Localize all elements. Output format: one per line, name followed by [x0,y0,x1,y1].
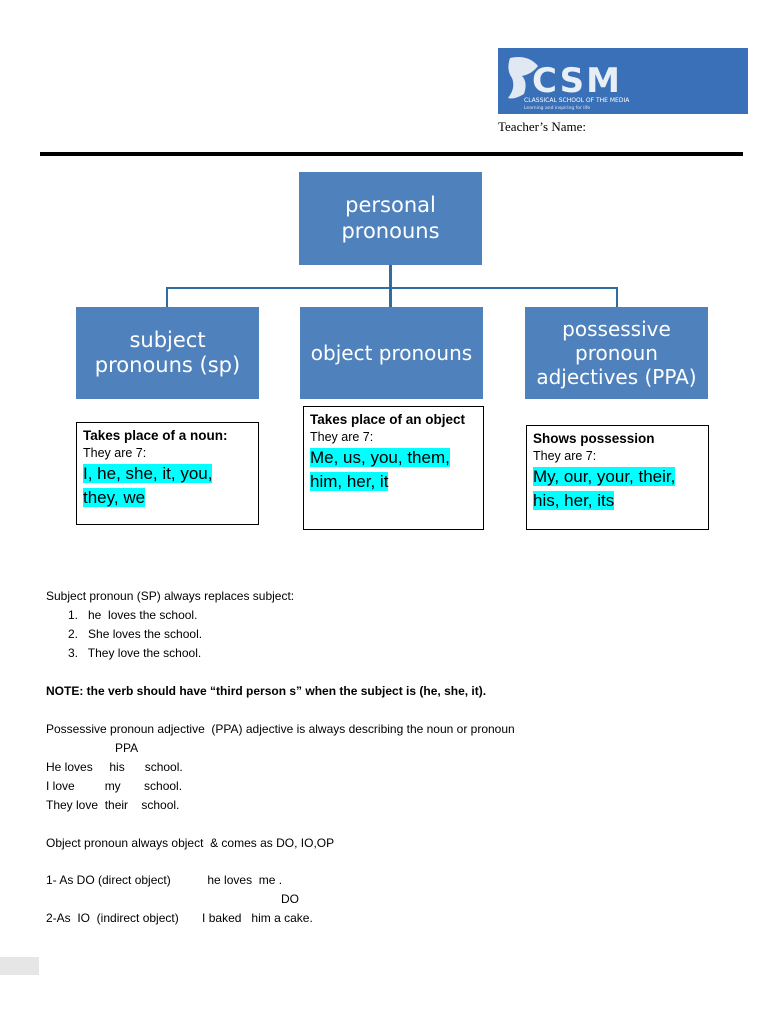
sp-intro: Subject pronoun (SP) always replaces sub… [46,589,295,603]
note-line: NOTE: the verb should have “third person… [46,684,487,698]
header-rule [40,152,743,156]
box-heading: Takes place of an object [310,412,466,427]
sp-example: 3. They love the school. [68,646,202,660]
object-pronouns-box: Takes place of an object They are 7: Me,… [303,406,484,530]
pronoun-list: Me, us, you, them, him, her, it [310,447,450,491]
connector-mid [389,287,392,307]
school-logo: CSM CLASSICAL SCHOOL OF THE MEDIA Learni… [498,48,748,114]
logo-mark: CSM [532,61,622,101]
ppa-example: I love my school. [46,779,183,793]
logo-line1: CLASSICAL SCHOOL OF THE MEDIA [524,97,630,104]
op-intro: Object pronoun always object & comes as … [46,836,335,850]
box-count: They are 7: [533,448,597,463]
node-object-pronouns: object pronouns [300,307,483,399]
page-footer-block [0,957,39,975]
box-count: They are 7: [83,445,147,460]
connector-bar [166,287,618,289]
pronoun-list: My, our, your, their, his, her, its [533,466,676,510]
sp-example: 1. he loves the school. [68,608,198,622]
connector-left [166,287,168,307]
box-heading: Shows possession [533,431,655,446]
subject-pronouns-box: Takes place of a noun: They are 7: I, he… [76,422,259,525]
box-count: They are 7: [310,429,374,444]
possessive-adjectives-box: Shows possession They are 7: My, our, yo… [526,425,709,530]
connector-trunk [389,265,392,289]
do-line: 1- As DO (direct object) he loves me . [46,873,283,887]
io-line: 2-As IO (indirect object) I baked him a … [46,911,313,925]
box-heading: Takes place of a noun: [83,428,228,443]
sp-example: 2. She loves the school. [68,627,203,641]
ppa-example: He loves his school. [46,760,183,774]
ppa-example: They love their school. [46,798,180,812]
teacher-name-label: Teacher’s Name: [498,119,586,134]
connector-right [616,287,618,307]
ppa-intro: Possessive pronoun adjective (PPA) adjec… [46,722,515,736]
pronoun-list: I, he, she, it, you, they, we [83,463,213,507]
ppa-label: PPA [115,741,139,755]
logo-line2: Learning and inspiring for life [524,105,590,111]
do-label: DO [281,892,299,906]
